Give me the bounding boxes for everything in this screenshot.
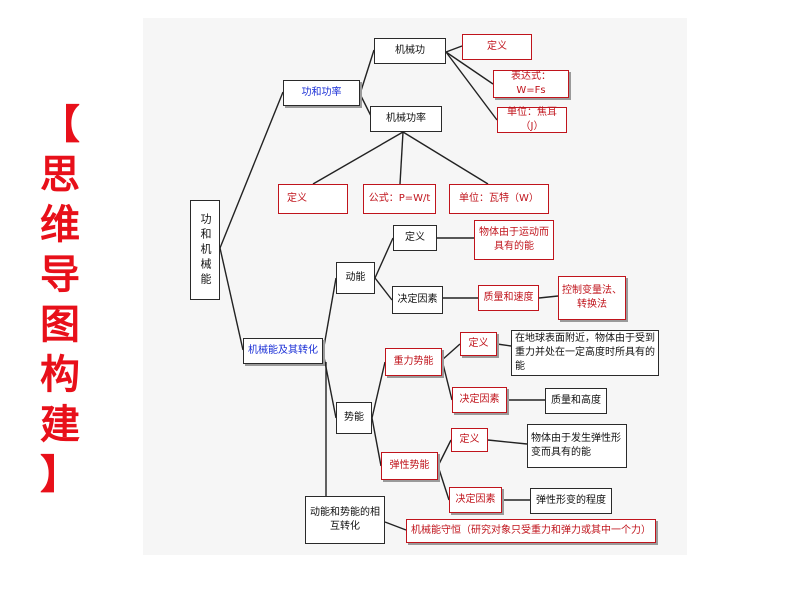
node-root-text: 功和机械能 [199,212,212,288]
connector [496,343,512,347]
node-kinetic-factors-desc: 质量和速度 [483,292,534,303]
node-mech-power: 机械功率 [370,106,442,132]
connector [437,465,450,501]
side-title-char: 导 [40,252,80,298]
side-title-char: 建 [40,402,80,448]
node-mech-power-unit: 单位：瓦特（W） [449,184,549,214]
connector [441,359,453,401]
node-mech-power-def: 定义 [278,184,348,214]
node-work-power: 功和功率 [283,80,360,106]
side-title-char: 图 [40,302,80,348]
node-kinetic-text: 动能 [345,272,366,283]
side-title: 【 思 维 导 图 构 建 】 [36,100,84,500]
node-elastic-def-desc-box: 物体由于发生弹性形变而具有的能 [527,424,627,468]
connector [219,247,244,351]
node-gravity-factors-desc-box: 质量和高度 [545,388,607,414]
node-gravity-def-text: 定义 [468,338,489,349]
node-conservation: 机械能守恒（研究对象只受重力和弹力或其中一个力） [406,519,656,543]
connector [538,295,559,299]
node-conversion-text: 动能和势能的相互转化 [310,507,380,532]
node-mech-energy-text: 机械能及其转化 [248,345,318,356]
node-kinetic-def-desc: 物体由于运动而具有的能 [479,227,549,252]
node-elastic-def-desc: 物体由于发生弹性形变而具有的能 [531,433,621,458]
connector [322,277,337,353]
connector [402,131,489,185]
node-elastic-factors-desc-box: 弹性形变的程度 [530,488,612,514]
node-conversion: 动能和势能的相互转化 [305,496,385,544]
node-gravity-def-desc: 在地球表面附近，物体由于受到重力并处在一定高度时所具有的能 [515,333,655,372]
node-kinetic-def-text: 定义 [405,232,425,243]
connector [322,351,337,419]
node-kinetic-def: 定义 [393,225,437,251]
node-kinetic-method-text: 控制变量法、转换法 [562,285,622,310]
node-mech-work-def-text: 定义 [487,41,507,52]
node-mech-work-formula-text: 表达式：W=Fs [511,71,551,96]
node-kinetic-factors: 决定因素 [392,286,443,314]
node-mech-work-def: 定义 [462,34,532,60]
connector [445,45,463,53]
node-kinetic-def-text-box: 物体由于运动而具有的能 [474,220,554,260]
side-title-char: 构 [40,352,80,398]
node-mech-work-text: 机械功 [395,45,425,56]
connector [219,91,284,249]
node-elastic-factors-desc: 弹性形变的程度 [536,495,606,506]
connector [374,237,394,279]
node-potential-text: 势能 [344,412,364,423]
connector [359,49,375,95]
connector [384,521,407,531]
node-gravity-pe-text: 重力势能 [393,356,434,367]
node-mech-work-unit-text: 单位：焦耳（J） [507,107,557,132]
side-title-char: 思 [40,152,80,198]
node-elastic-factors: 决定因素 [449,487,502,513]
node-mech-power-unit-text: 单位：瓦特（W） [459,193,539,204]
node-conservation-text: 机械能守恒（研究对象只受重力和弹力或其中一个力） [411,525,651,536]
node-gravity-factors-desc: 质量和高度 [551,395,601,406]
node-gravity-pe: 重力势能 [385,348,442,376]
connector [445,51,498,121]
node-work-power-text: 功和功率 [301,87,342,98]
connector [399,131,404,185]
node-kinetic-method: 控制变量法、转换法 [558,276,626,320]
node-mech-power-def-text: 定义 [287,193,307,204]
side-title-char: 维 [40,202,80,248]
node-mech-work-formula: 表达式：W=Fs [493,70,569,98]
side-title-bracket-open: 【 [40,102,80,148]
node-gravity-def: 定义 [460,332,497,356]
connector [371,361,386,419]
node-mech-work: 机械功 [374,38,446,64]
node-kinetic-factors-text: 决定因素 [397,294,438,305]
node-mech-power-formula: 公式：P=W/t [363,184,436,214]
node-elastic-def: 定义 [451,428,488,452]
connector [312,131,404,185]
node-mech-work-unit: 单位：焦耳（J） [497,107,567,133]
node-kinetic-factors-desc-box: 质量和速度 [478,285,539,311]
node-mech-power-formula-text: 公式：P=W/t [368,193,431,204]
connector [441,343,461,361]
node-elastic-factors-text: 决定因素 [455,494,496,505]
node-gravity-factors: 决定因素 [452,387,507,413]
node-elastic-def-text: 定义 [459,434,480,445]
node-kinetic: 动能 [336,262,375,294]
node-gravity-def-desc-box: 在地球表面附近，物体由于受到重力并处在一定高度时所具有的能 [511,330,659,376]
connector [371,417,382,467]
node-gravity-factors-text: 决定因素 [459,394,500,405]
connector [487,439,528,445]
node-mech-energy: 机械能及其转化 [243,338,323,364]
node-potential: 势能 [336,402,372,434]
node-elastic-pe-text: 弹性势能 [389,460,430,471]
side-title-bracket-close: 】 [40,452,80,498]
node-mech-power-text: 机械功率 [386,113,426,124]
node-elastic-pe: 弹性势能 [381,452,438,480]
connector [445,51,494,85]
connector [437,439,452,467]
connector [374,277,393,301]
node-root: 功和机械能 [190,200,220,300]
